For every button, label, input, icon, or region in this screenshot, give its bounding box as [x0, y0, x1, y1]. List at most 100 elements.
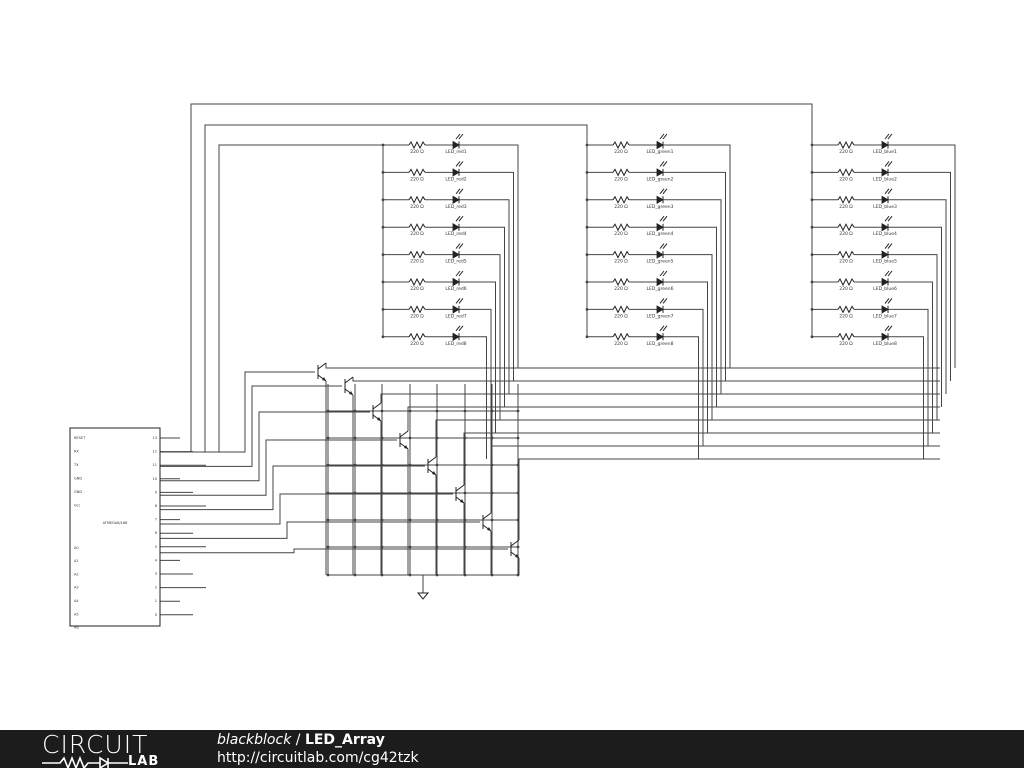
wire: [459, 171, 514, 381]
resistor-symbol: [612, 168, 630, 177]
resistor-value-label: 220 Ω: [614, 231, 628, 237]
led-light-arrow: [884, 161, 890, 167]
led-label: LED_red3: [445, 204, 466, 210]
led-symbol: [656, 250, 664, 259]
transistor-collector: [510, 539, 520, 547]
mcu-right-pin-label: 8: [155, 504, 157, 508]
led-light-arrow: [458, 325, 464, 332]
wire: [204, 124, 588, 452]
junction-dot: [585, 143, 589, 147]
resistor-value-label: 220 Ω: [839, 341, 853, 347]
led-light-arrow: [455, 325, 461, 332]
led-light-arrow: [887, 161, 893, 167]
led-light-arrow: [659, 161, 665, 167]
resistor-symbol: [612, 250, 630, 259]
led-label: LED_red5: [445, 259, 466, 265]
wire: [160, 493, 453, 525]
junction-dot: [353, 463, 357, 467]
junction-dot: [380, 463, 384, 467]
junction-dot: [408, 573, 412, 577]
wire: [663, 226, 717, 407]
logo-waveform-icon: [42, 755, 128, 771]
resistor-value-label: 220 Ω: [410, 149, 424, 155]
circuit-url-link[interactable]: http://circuitlab.com/cg42tzk: [217, 750, 419, 766]
junction-dot: [381, 335, 385, 339]
junction-dot: [810, 280, 814, 284]
wire: [888, 308, 929, 446]
junction-dot: [490, 436, 494, 440]
junction-dot: [463, 409, 467, 413]
wire: [663, 144, 731, 368]
author-name[interactable]: blackblock: [217, 732, 292, 748]
junction-dot: [810, 253, 814, 256]
wire: [663, 171, 726, 381]
transistor-collector: [399, 430, 409, 438]
led-light-arrow: [458, 215, 464, 222]
led-light-arrow: [887, 133, 893, 140]
led-label: LED_red6: [445, 286, 466, 292]
mcu-right-pin-label: 0: [155, 613, 157, 617]
junction-dot: [463, 573, 467, 577]
led-light-arrow: [662, 215, 668, 222]
junction-dot: [810, 143, 814, 147]
junction-dot: [381, 143, 385, 147]
transistor-collector: [344, 376, 354, 384]
junction-dot: [810, 171, 814, 174]
resistor-symbol: [837, 332, 855, 341]
resistor-symbol: [408, 332, 426, 341]
wire: [663, 254, 713, 420]
wire: [888, 254, 938, 420]
mcu-right-pin-label: 5: [155, 545, 157, 549]
wire: [459, 199, 510, 394]
resistor-symbol: [408, 277, 426, 287]
junction-dot: [435, 573, 439, 577]
mcu-left-pin-label: RX: [74, 450, 79, 454]
mcu-left-pin-label: A0: [74, 546, 79, 550]
resistor-symbol: [612, 332, 630, 341]
resistor-value-label: 220 Ω: [614, 204, 628, 210]
led-light-arrow: [659, 188, 665, 195]
wire: [663, 308, 704, 446]
led-label: LED_blue7: [873, 313, 897, 319]
junction-dot: [326, 573, 330, 577]
junction-dot: [490, 491, 494, 495]
wire: [435, 419, 940, 457]
junction-dot: [435, 491, 439, 495]
led-light-arrow: [662, 133, 668, 140]
wire: [518, 458, 940, 540]
led-light-arrow: [455, 298, 461, 304]
mcu-left-pin-label: A1: [74, 559, 79, 563]
led-label: LED_green6: [647, 286, 674, 292]
led-symbol: [452, 277, 460, 287]
resistor-symbol: [837, 223, 855, 232]
led-light-arrow: [659, 243, 665, 249]
wire: [459, 144, 519, 368]
led-light-arrow: [887, 215, 893, 222]
junction-dot: [408, 463, 412, 467]
led-light-arrow: [884, 215, 890, 222]
led-symbol: [881, 277, 889, 287]
resistor-value-label: 220 Ω: [410, 231, 424, 237]
junction-dot: [326, 436, 330, 440]
resistor-value-label: 220 Ω: [410, 313, 424, 319]
circuitlab-logo[interactable]: CIRCUIT LAB: [42, 732, 202, 771]
resistor-symbol: [408, 140, 426, 150]
led-light-arrow: [887, 243, 893, 249]
junction-dot: [380, 491, 384, 495]
wire: [325, 363, 940, 369]
led-light-arrow: [455, 188, 461, 195]
junction-dot: [353, 518, 357, 522]
project-name[interactable]: LED_Array: [304, 732, 385, 748]
resistor-symbol: [837, 195, 855, 204]
mcu-left-pin-label: TX: [73, 463, 79, 467]
transistor-arrow: [404, 445, 408, 449]
junction-dot: [516, 409, 520, 413]
title-separator: /: [291, 732, 305, 748]
junction-dot: [585, 280, 589, 284]
transistor-arrow: [322, 377, 326, 381]
logo-lower-row: LAB: [42, 755, 202, 771]
mcu-right-pin-label: 13: [153, 436, 157, 440]
wire: [888, 336, 924, 459]
resistor-value-label: 220 Ω: [839, 149, 853, 155]
led-light-arrow: [659, 298, 665, 304]
